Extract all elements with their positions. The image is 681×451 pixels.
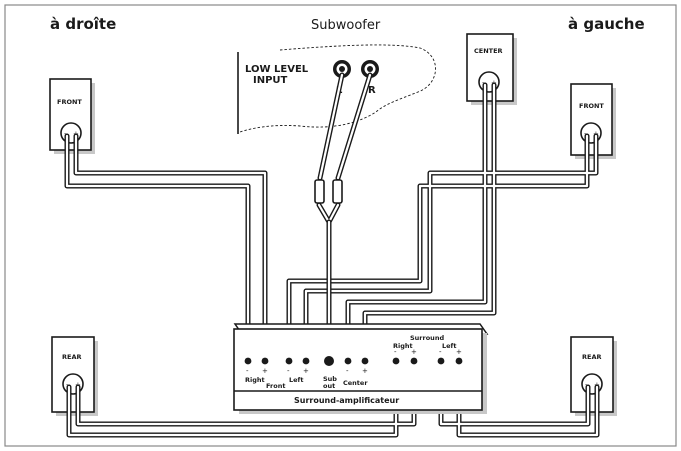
speaker-rear-right: REAR - +: [51, 336, 98, 416]
terminal-center-minus: [344, 357, 352, 365]
svg-text:-: -: [394, 348, 397, 356]
heading-subwoofer: Subwoofer: [311, 18, 381, 33]
amp-label-left: Left: [289, 376, 304, 384]
amp-label-right: Right: [245, 376, 265, 384]
amp-label-out: out: [323, 382, 335, 390]
svg-text:+: +: [362, 367, 368, 375]
wire-front-left-minus: [286, 133, 590, 359]
terminal-front-right-minus: [244, 357, 252, 365]
subwoofer-y-cable: [314, 72, 373, 350]
terminal-front-right-plus: [261, 357, 269, 365]
low-level-label: LOW LEVEL: [245, 64, 309, 75]
speaker-rear-right-label: REAR: [62, 353, 81, 361]
speaker-front-left: FRONT - +: [570, 83, 616, 159]
heading-left: à gauche: [568, 15, 645, 33]
terminal-sub-out: [324, 356, 334, 366]
input-label: INPUT: [253, 75, 288, 86]
svg-text:-: -: [346, 367, 349, 375]
svg-text:+: +: [303, 367, 309, 375]
wire-front-right-minus: [64, 133, 251, 359]
amp-label-sub: Sub: [323, 375, 337, 383]
subwoofer-panel: LOW LEVEL INPUT L R: [237, 44, 436, 134]
terminal-front-left-minus: [285, 357, 293, 365]
amp-label-surround: Surround: [410, 334, 444, 342]
rca-plug-right: [332, 179, 343, 204]
amp-label-surround-right: Right: [393, 342, 413, 350]
terminal-front-left-plus: [302, 357, 310, 365]
speaker-center-label: CENTER: [474, 47, 503, 55]
sub-jack-right-label: R: [368, 85, 376, 96]
diagram-frame: [4, 4, 677, 447]
heading-right: à droîte: [50, 15, 116, 33]
amp-label-surround-left: Left: [442, 342, 457, 350]
svg-text:+: +: [456, 348, 462, 356]
amp-label-front: Front: [266, 382, 285, 390]
speaker-front-left-label: FRONT: [579, 102, 604, 110]
surround-amplifier: Surround-amplificateur - + - + - + - + -…: [233, 323, 489, 414]
terminal-surround-left-plus: [455, 357, 463, 365]
subwoofer-outline: [239, 44, 436, 133]
speaker-rear-left-label: REAR: [582, 353, 601, 361]
svg-text:+: +: [411, 348, 417, 356]
terminal-surround-left-minus: [437, 357, 445, 365]
rca-plug-left: [314, 179, 325, 204]
speaker-front-right-label: FRONT: [57, 98, 82, 106]
terminal-center-plus: [361, 357, 369, 365]
wire-front-right-plus: [73, 133, 268, 359]
svg-text:-: -: [287, 367, 290, 375]
speaker-front-right: FRONT - +: [49, 78, 95, 154]
svg-text:+: +: [262, 367, 268, 375]
amplifier-name: Surround-amplificateur: [294, 396, 399, 405]
terminal-surround-right-minus: [392, 357, 400, 365]
svg-text:-: -: [439, 348, 442, 356]
amp-label-center: Center: [343, 379, 368, 387]
svg-text:-: -: [246, 367, 249, 375]
terminal-surround-right-plus: [410, 357, 418, 365]
speaker-rear-left: REAR - +: [570, 336, 617, 416]
